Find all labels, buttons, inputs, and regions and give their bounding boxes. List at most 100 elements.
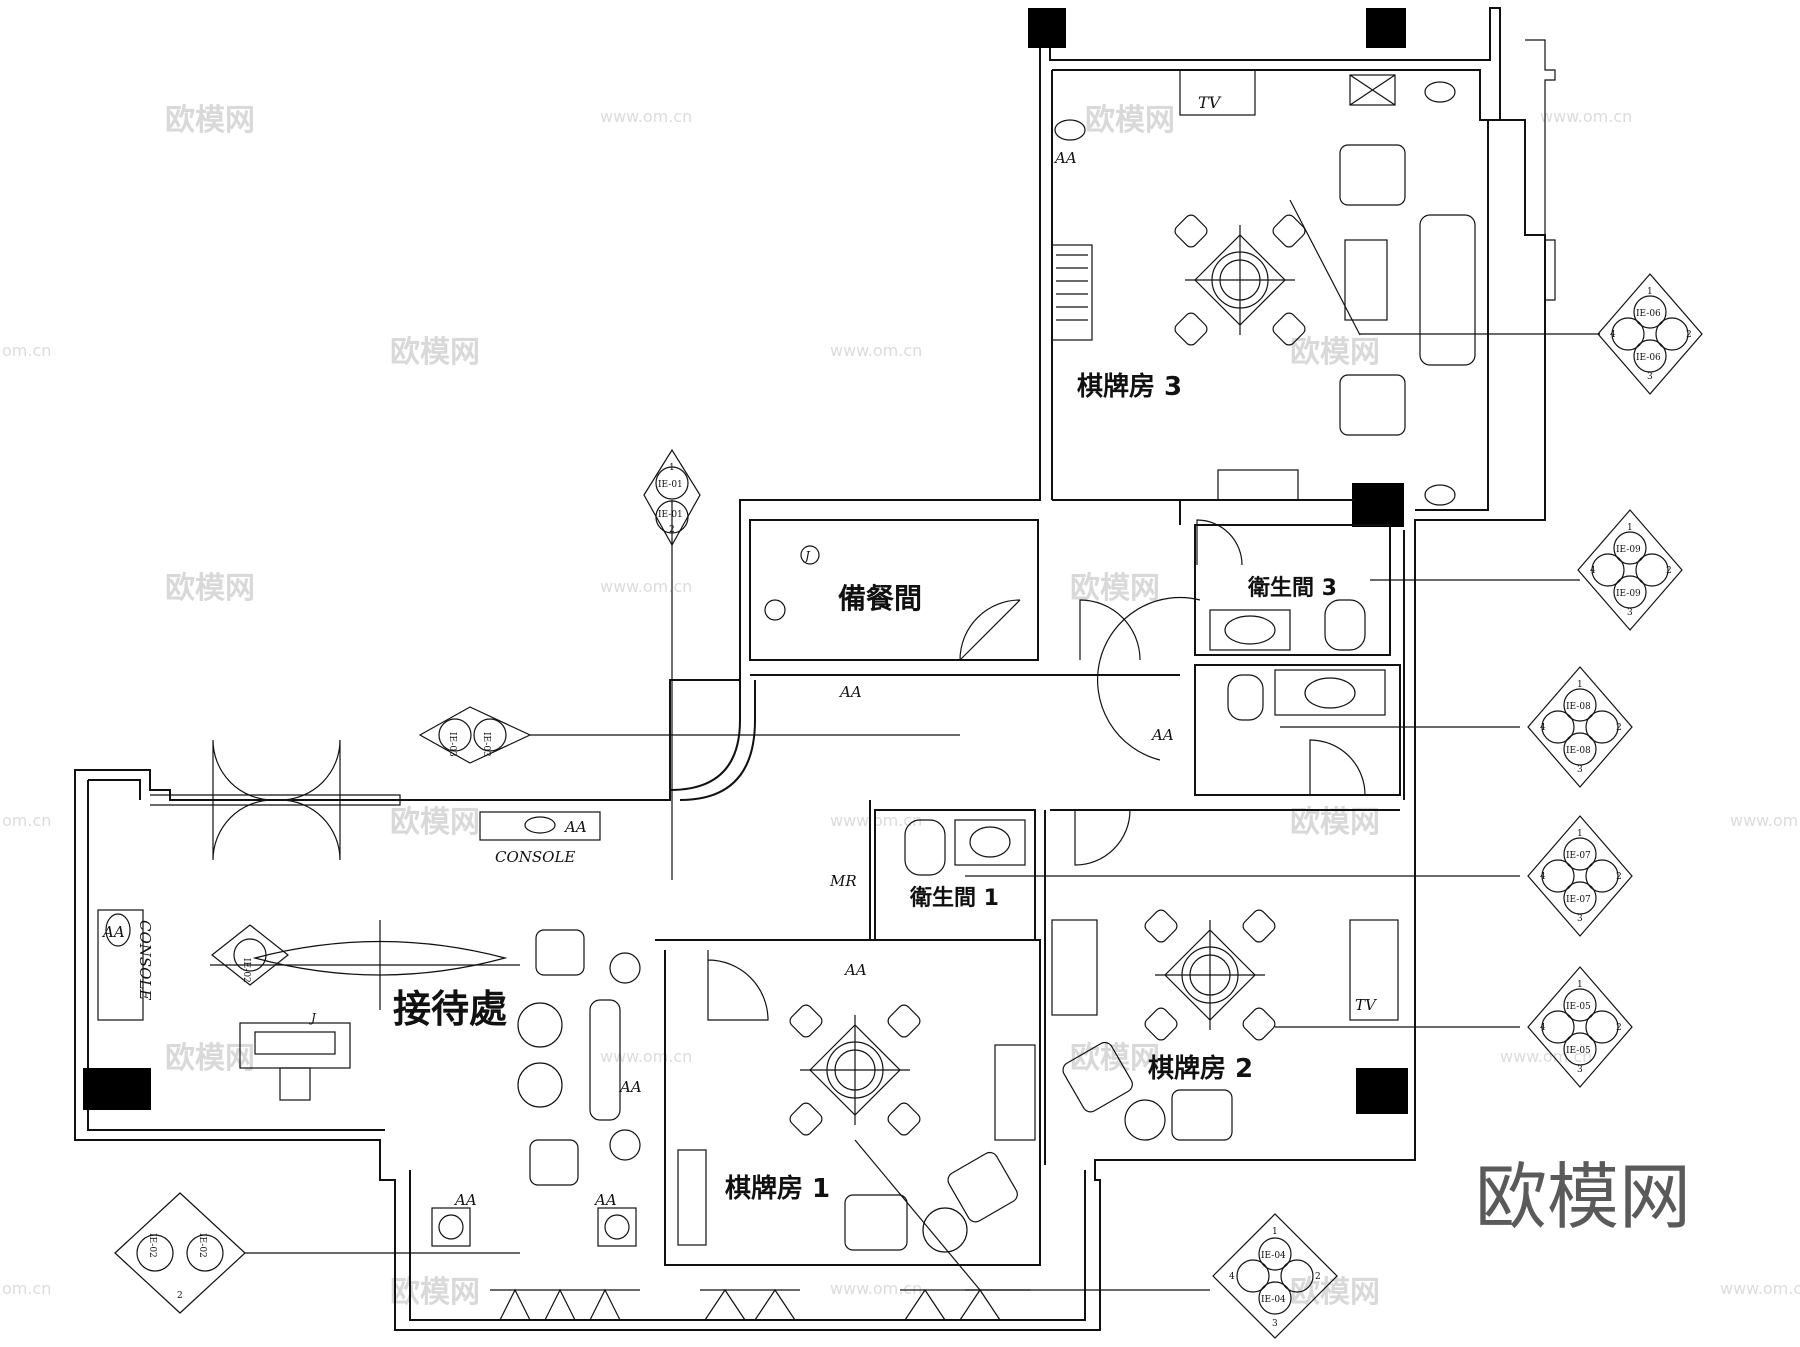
console-label: CONSOLE (136, 920, 154, 1000)
aa-label: AA (1150, 726, 1174, 744)
watermark-text: 欧模网 (165, 1041, 255, 1076)
watermark-text: 欧模网 (165, 103, 255, 138)
aa-label: AA (1053, 149, 1077, 167)
outer-walls (74, 7, 1556, 1331)
door-swing (707, 950, 769, 1021)
watermark-url: www.om.cn (1730, 811, 1800, 830)
column (83, 1068, 151, 1110)
tag-code: IE-09 (1616, 545, 1641, 555)
tag-number: 4 (1590, 566, 1596, 576)
watermark-text: 欧模网 (390, 1275, 480, 1310)
j-label: J (308, 1011, 317, 1025)
mahjong-table (1174, 214, 1306, 346)
watermark-text: 欧模网 (390, 335, 480, 370)
elevation-tag: 1 IE-07 IE-07 3 4 2 (1527, 815, 1633, 937)
watermark-text: 欧模网 (1085, 103, 1175, 138)
door-swing (1196, 519, 1243, 566)
room-label-wc-3: 衛生間 3 (1247, 575, 1337, 601)
column (1356, 1068, 1408, 1114)
door-swing (1074, 809, 1131, 866)
reception-furniture (97, 811, 641, 1247)
tag-code: IE-07 (1566, 851, 1591, 861)
watermark-url: om.cn (2, 811, 51, 830)
room-label-mahjong-2: 棋牌房 2 (1148, 1053, 1253, 1084)
elevation-tag: 1 IE-06 IE-06 3 4 2 (1597, 273, 1703, 395)
tag-number: 1 (669, 463, 675, 473)
tv-label: TV (1198, 93, 1222, 112)
watermark-url: om.cn (2, 1279, 51, 1298)
elevation-leaders (245, 333, 1600, 1291)
watermark-url: www.om.cn (1720, 1279, 1800, 1298)
tag-code: IE-01 (658, 510, 683, 520)
mr-label: MR (829, 872, 857, 890)
tag-number: 1 (1647, 287, 1653, 297)
watermark-text: 欧模网 (390, 805, 480, 840)
watermark-url: www.om.cn (830, 341, 922, 360)
tag-code: IE-03 (447, 732, 457, 757)
structural-columns (83, 8, 1408, 1114)
door-swing (1309, 739, 1366, 796)
armchair (1171, 1089, 1233, 1141)
tv-label: TV (1355, 996, 1378, 1014)
elevation-tag: 1 IE-01 IE-01 2 (643, 448, 701, 547)
doors (150, 519, 1366, 1021)
watermark-url: www.om.cn (830, 1279, 922, 1298)
tag-code: IE-06 (1636, 309, 1661, 319)
toilet (1324, 599, 1366, 651)
room-label-pantry: 備餐間 (838, 582, 922, 615)
side-cabinet (1344, 239, 1388, 321)
elevation-tag: 1 IE-04 IE-04 3 4 2 (1212, 1213, 1338, 1339)
tag-number: 1 (1627, 523, 1633, 533)
tag-number: 2 (1616, 1023, 1622, 1033)
tag-number: 4 (1229, 1272, 1235, 1282)
watermark-url: www.om.cn (600, 577, 692, 596)
mahjong-table (1144, 909, 1276, 1041)
aa-label: AA (453, 1191, 477, 1209)
annotations: TV AA AA AA AA CONSOLE MR AA AA CONSOLE … (101, 93, 1378, 1209)
mahjong-room-3-furniture (1051, 69, 1476, 506)
elevation-tag: IE-02 IE-02 2 (114, 1192, 246, 1314)
tag-number: 2 (1666, 566, 1672, 576)
tag-code: IE-08 (1566, 702, 1591, 712)
mahjong-room-1-furniture (677, 1004, 1036, 1291)
column (1028, 8, 1066, 48)
tag-number: 2 (1616, 872, 1622, 882)
tag-number: 4 (1540, 872, 1546, 882)
sofa (1419, 214, 1476, 366)
mahjong-table (789, 1004, 921, 1136)
aa-label: AA (593, 1191, 617, 1209)
tag-code: IE-03 (481, 732, 491, 757)
tag-number: 4 (1540, 723, 1546, 733)
room-label-mahjong-1: 棋牌房 1 (725, 1173, 830, 1204)
tag-number: 1 (1577, 680, 1583, 690)
watermark-layer: 欧模网 www.om.cn 欧模网 www.om.cn om.cn 欧模网 ww… (2, 103, 1800, 1310)
room-label-reception: 接待處 (393, 987, 507, 1031)
brand-watermark: 欧模网 (1475, 1155, 1691, 1239)
entrance-door (279, 739, 341, 861)
tag-number: 2 (669, 525, 675, 535)
tag-code: IE-02 (197, 1233, 207, 1258)
elevation-tag: 1 IE-08 IE-08 3 4 2 (1527, 666, 1633, 788)
watermark-url: www.om.cn (830, 811, 922, 830)
room-label-wc-1: 衛生間 1 (909, 885, 999, 911)
console-label: CONSOLE (495, 848, 575, 866)
armchair (1062, 1041, 1133, 1113)
watermark-text: 欧模网 (1290, 1275, 1380, 1310)
elevation-tag: IE-03 IE-03 (418, 706, 532, 764)
j-label: J (802, 549, 811, 563)
tag-code: IE-05 (1566, 1046, 1591, 1056)
feature-ellipse (252, 940, 508, 976)
watermark-text: 欧模网 (1290, 335, 1380, 370)
tag-number: 3 (1577, 914, 1583, 924)
aa-label: AA (618, 1078, 642, 1096)
tv-cabinet (1179, 69, 1256, 116)
shelf (1051, 919, 1098, 1016)
cabinet (1349, 74, 1396, 106)
aa-label: AA (838, 683, 862, 701)
pantry-wc-furniture (764, 545, 1386, 876)
tag-code: IE-04 (1261, 1295, 1286, 1305)
watermark-text: 欧模网 (1070, 571, 1160, 606)
console (97, 909, 144, 1021)
console-table (479, 811, 601, 841)
